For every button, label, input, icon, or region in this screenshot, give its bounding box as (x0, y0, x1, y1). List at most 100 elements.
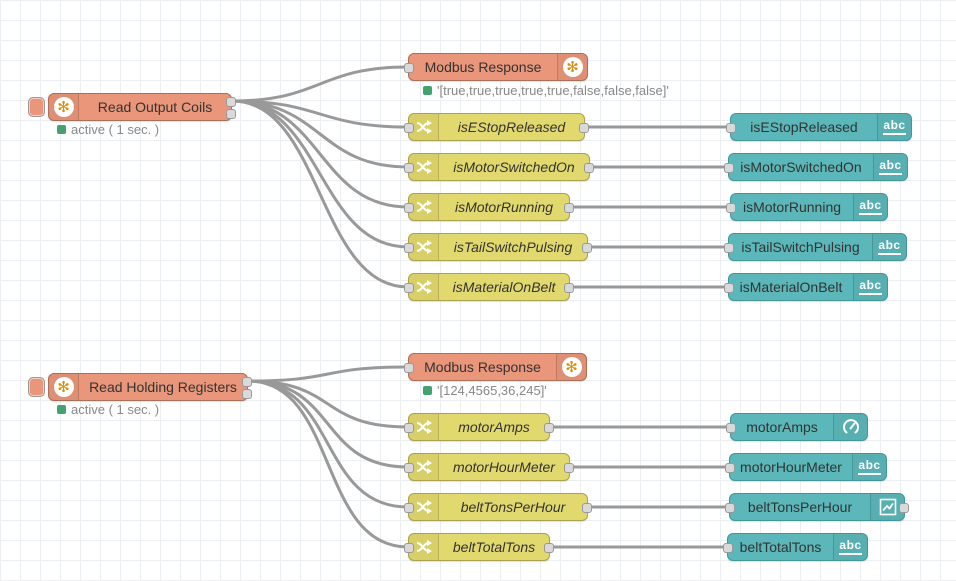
status-dot-icon (423, 86, 432, 95)
switch-icon (409, 414, 439, 440)
modbus-icon: ✻ (49, 374, 79, 400)
input-port[interactable] (726, 423, 736, 433)
wire[interactable] (246, 379, 410, 549)
switch-node-belttonsperhour[interactable]: beltTonsPerHour (404, 493, 592, 521)
switch-node-isestopreleased[interactable]: isEStopReleased (404, 113, 589, 141)
input-port[interactable] (725, 503, 735, 513)
switch-icon (409, 274, 439, 300)
node-label: beltTotalTons (452, 539, 536, 555)
ui-text-node-motorhourmeter[interactable]: motorHourMeter abc (725, 453, 887, 481)
input-port[interactable] (404, 283, 414, 293)
switch-icon (409, 454, 439, 480)
node-label: beltTonsPerHour (747, 499, 853, 515)
input-port[interactable] (726, 203, 736, 213)
node-label: isMotorRunning (454, 199, 554, 215)
switch-node-ismaterialonbelt[interactable]: isMaterialOnBelt (404, 273, 574, 301)
input-port[interactable] (404, 543, 414, 553)
abc-icon: abc (873, 154, 907, 180)
ui-text-node-isestopreleased[interactable]: isEStopReleased abc (726, 113, 912, 141)
input-port[interactable] (404, 163, 414, 173)
switch-icon (409, 114, 439, 140)
abc-icon: abc (833, 534, 867, 560)
ui-text-node-ismaterialonbelt[interactable]: isMaterialOnBelt abc (724, 273, 888, 301)
node-label: Modbus Response (424, 359, 541, 375)
node-label: motorAmps (458, 419, 530, 435)
ui-chart-node-belttonsperhour[interactable]: beltTonsPerHour (725, 493, 909, 521)
node-status: '[124,4565,36,245]' (423, 383, 547, 398)
output-port[interactable] (582, 503, 592, 513)
switch-node-belttotaltons[interactable]: beltTotalTons (404, 533, 554, 561)
switch-node-motoramps[interactable]: motorAmps (404, 413, 554, 441)
output-port[interactable] (544, 423, 554, 433)
wire[interactable] (230, 99, 410, 289)
wire[interactable] (230, 65, 410, 103)
ui-text-node-istailswitchpulsing[interactable]: isTailSwitchPulsing abc (724, 233, 907, 261)
input-port[interactable] (404, 503, 414, 513)
node-label: isMaterialOnBelt (452, 279, 556, 295)
wire[interactable] (230, 99, 410, 169)
modbus-response-node-1[interactable]: Modbus Response ✻ (404, 53, 588, 81)
output-port[interactable] (564, 283, 574, 293)
switch-node-istailswitchpulsing[interactable]: isTailSwitchPulsing (404, 233, 592, 261)
node-label: isTailSwitchPulsing (741, 239, 860, 255)
wire[interactable] (230, 99, 410, 249)
input-port[interactable] (725, 463, 735, 473)
input-port[interactable] (726, 123, 736, 133)
node-label: motorHourMeter (453, 459, 555, 475)
node-label: Read Holding Registers (89, 379, 237, 395)
node-label: isEStopReleased (457, 119, 566, 135)
output-port-1[interactable] (242, 377, 252, 387)
abc-icon: abc (872, 234, 906, 260)
input-port[interactable] (404, 243, 414, 253)
modbus-read-node-readholdingregisters[interactable]: ✻ Read Holding Registers (48, 373, 252, 401)
wire[interactable] (246, 365, 410, 383)
node-label: motorAmps (746, 419, 818, 435)
status-text: active ( 1 sec. ) (71, 122, 160, 137)
inject-button[interactable] (28, 97, 45, 117)
ui-gauge-node-motoramps[interactable]: motorAmps (726, 413, 868, 441)
output-port[interactable] (579, 123, 589, 133)
modbus-response-node-2[interactable]: Modbus Response ✻ (404, 353, 587, 381)
inject-button[interactable] (28, 377, 45, 397)
input-port[interactable] (724, 283, 734, 293)
ui-text-node-ismotorrunning[interactable]: isMotorRunning abc (726, 193, 888, 221)
wire[interactable] (230, 99, 410, 209)
output-port[interactable] (582, 243, 592, 253)
input-port[interactable] (404, 63, 414, 73)
switch-node-ismotorswitchedon[interactable]: isMotorSwitchedOn (404, 153, 594, 181)
node-status: '[true,true,true,true,true,false,false,f… (423, 83, 669, 98)
input-port[interactable] (404, 123, 414, 133)
wire[interactable] (230, 99, 410, 129)
node-label: isTailSwitchPulsing (453, 239, 573, 255)
output-port[interactable] (899, 503, 909, 513)
wire[interactable] (246, 379, 410, 429)
ui-text-node-ismotorswitchedon[interactable]: isMotorSwitchedOn abc (724, 153, 908, 181)
input-port[interactable] (404, 363, 414, 373)
status-text: '[true,true,true,true,true,false,false,f… (437, 83, 669, 98)
output-port-1[interactable] (226, 97, 236, 107)
switch-node-motorhourmeter[interactable]: motorHourMeter (404, 453, 574, 481)
output-port[interactable] (584, 163, 594, 173)
input-port[interactable] (404, 423, 414, 433)
modbus-read-node-readoutputcoils[interactable]: ✻ Read Output Coils (48, 93, 236, 121)
modbus-flower-glyph: ✻ (566, 58, 579, 76)
abc-icon: abc (852, 454, 886, 480)
node-label: motorHourMeter (740, 459, 842, 475)
wire[interactable] (246, 379, 410, 469)
wire[interactable] (246, 379, 410, 509)
modbus-flower-glyph: ✻ (565, 358, 578, 376)
output-port[interactable] (544, 543, 554, 553)
output-port[interactable] (564, 463, 574, 473)
output-port-2[interactable] (242, 389, 252, 399)
input-port[interactable] (723, 543, 733, 553)
input-port[interactable] (404, 203, 414, 213)
output-port-2[interactable] (226, 109, 236, 119)
input-port[interactable] (724, 163, 734, 173)
output-port[interactable] (564, 203, 574, 213)
switch-node-ismotorrunning[interactable]: isMotorRunning (404, 193, 574, 221)
ui-text-node-belttotaltons[interactable]: beltTotalTons abc (723, 533, 868, 561)
input-port[interactable] (724, 243, 734, 253)
input-port[interactable] (404, 463, 414, 473)
switch-icon (409, 534, 439, 560)
